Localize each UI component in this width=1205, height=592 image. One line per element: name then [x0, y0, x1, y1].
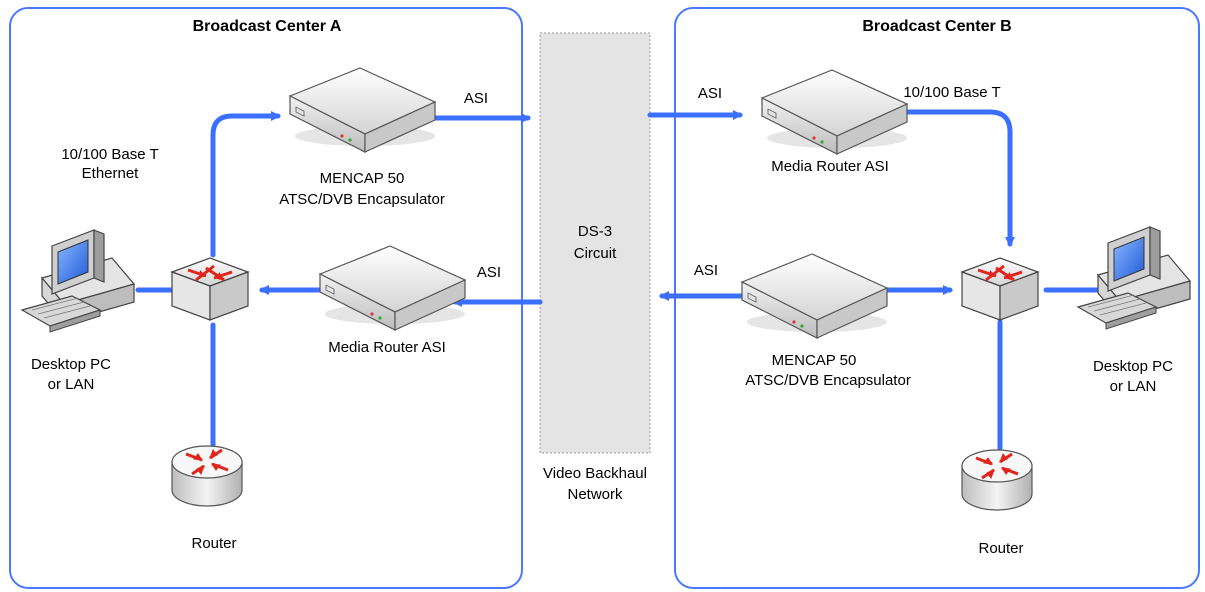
- link-media-router-b-to-switch: [892, 109, 1015, 247]
- asi-a-out-label: ASI: [464, 90, 488, 107]
- video-backhaul-band: [539, 32, 651, 454]
- center-a-title: Broadcast Center A: [193, 18, 342, 35]
- asi-b-in-label: ASI: [698, 85, 722, 102]
- ds3-circuit-line1: DS-3: [578, 223, 612, 240]
- broadcast-center-a-panel: [9, 7, 523, 589]
- desktop-pc-icon: [21, 229, 135, 333]
- router-b-label: Router: [978, 540, 1023, 557]
- asi-a-in-label: ASI: [477, 264, 501, 281]
- pc-b-label-line2: or LAN: [1110, 378, 1157, 395]
- media-router-b-label: Media Router ASI: [771, 158, 889, 175]
- center-b-title: Broadcast Center B: [862, 18, 1011, 35]
- pc-a-label-line2: or LAN: [48, 376, 95, 393]
- asi-b-out-label: ASI: [694, 262, 718, 279]
- encapsulator-a-label-line2: ATSC/DVB Encapsulator: [279, 191, 445, 208]
- encapsulator-a-label-line1: MENCAP 50: [320, 170, 405, 187]
- encapsulator-icon: [741, 253, 888, 339]
- router-icon: [170, 444, 244, 508]
- encapsulator-b-label-line2: ATSC/DVB Encapsulator: [745, 372, 911, 389]
- desktop-pc-icon: [1077, 226, 1191, 330]
- ds3-circuit-line2: Circuit: [574, 245, 617, 262]
- encapsulator-icon: [289, 67, 436, 153]
- media-router-a-label: Media Router ASI: [328, 339, 446, 356]
- media-router-icon: [319, 245, 466, 331]
- ethernet-label-line1: 10/100 Base T: [61, 146, 158, 163]
- ethernet-label-line2: Ethernet: [82, 165, 140, 182]
- pc-a-label-line1: Desktop PC: [31, 356, 111, 373]
- switch-icon: [170, 256, 250, 322]
- router-a-label: Router: [191, 535, 236, 552]
- media-router-icon: [761, 69, 908, 155]
- backhaul-network-line1: Video Backhaul: [543, 465, 647, 482]
- center-a-links: [135, 111, 543, 451]
- encapsulator-b-label-line1: MENCAP 50: [772, 352, 857, 369]
- base-t-b-label: 10/100 Base T: [903, 84, 1000, 101]
- backhaul-network-line2: Network: [567, 486, 623, 503]
- router-icon: [960, 448, 1034, 512]
- link-switch-to-encapsulator: [210, 111, 281, 258]
- switch-icon: [960, 256, 1040, 322]
- pc-b-label-line1: Desktop PC: [1093, 358, 1173, 375]
